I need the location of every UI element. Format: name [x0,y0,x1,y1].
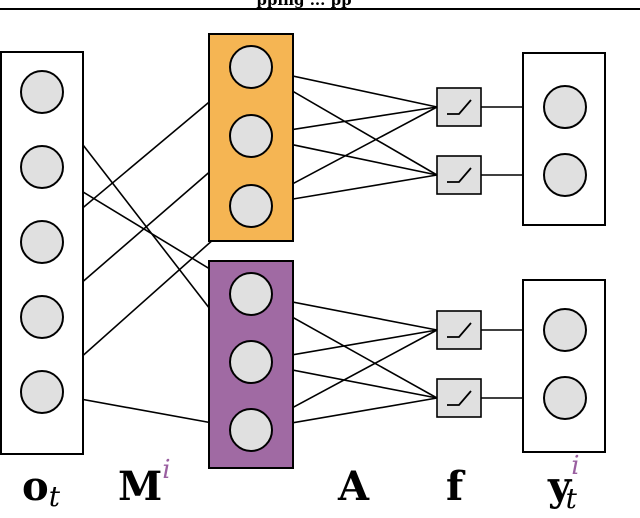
activation-box [436,310,482,350]
input-node [20,145,64,189]
output-node [543,153,587,197]
output-box-top [522,52,606,226]
label-mapping: Mi [118,455,171,510]
purple-hidden-node [229,408,273,452]
activation-box [436,378,482,418]
output-node [543,85,587,129]
activation-box [436,155,482,195]
purple-hidden-node [229,272,273,316]
orange-hidden-node [229,184,273,228]
relu-glyph [447,322,472,338]
relu-glyph [447,167,472,183]
activation-box [436,87,482,127]
input-node [20,370,64,414]
input-node [20,295,64,339]
relu-glyph [447,390,472,406]
label-input: ot [22,463,61,513]
label-weights: A [337,463,370,510]
input-node [20,70,64,114]
output-node [543,308,587,352]
output-node [543,376,587,420]
input-node [20,220,64,264]
orange-hidden-node [229,45,273,89]
nodes-layer [20,45,587,452]
label-activation: f [446,463,466,510]
output-box-bottom [522,279,606,453]
header-caption: pping ... pp [256,0,351,9]
purple-hidden-node [229,340,273,384]
orange-hidden-node [229,114,273,158]
relu-glyph [447,99,472,115]
